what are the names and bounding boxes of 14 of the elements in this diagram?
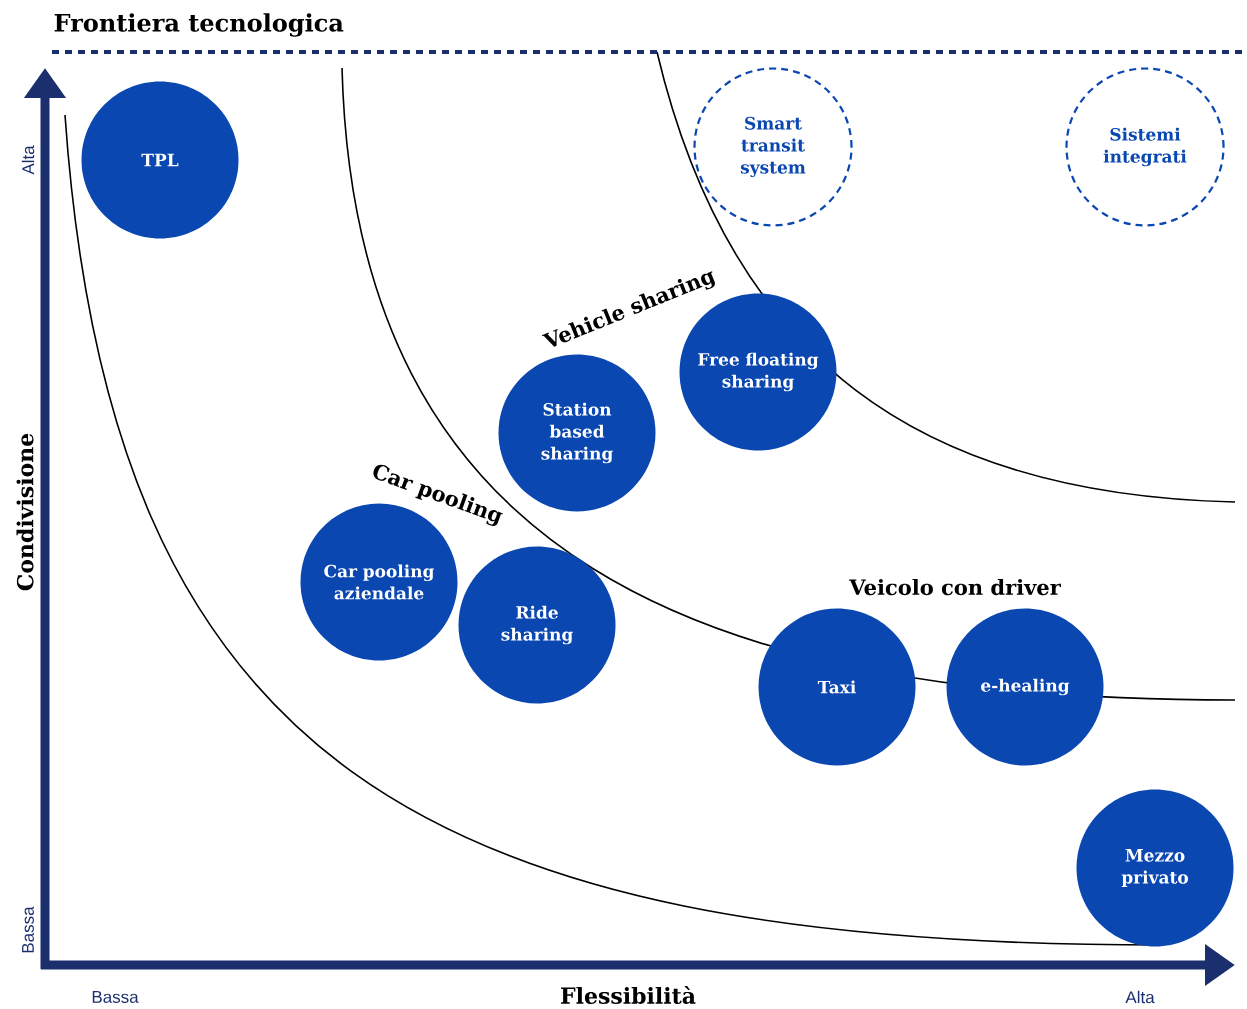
axis-tick-label: Bassa xyxy=(22,906,34,953)
axis-title: Condivisione xyxy=(16,433,34,591)
circle-node: Station based sharing xyxy=(498,354,656,512)
circle-node: Ride sharing xyxy=(458,546,616,704)
axis-tick-label: Alta xyxy=(21,145,35,175)
circle-node: Mezzo privato xyxy=(1076,789,1234,947)
curve-label: Veicolo con driver xyxy=(849,578,1061,596)
axis-tick-label: Alta xyxy=(1125,990,1155,1004)
circle-node: Taxi xyxy=(758,608,916,766)
axis-tick-label: Bassa xyxy=(92,991,139,1003)
circle-node: TPL xyxy=(81,81,239,239)
title: Frontiera tecnologica xyxy=(54,13,344,37)
circle-node: e-healing xyxy=(946,608,1104,766)
axis-title: Flessibilità xyxy=(561,986,696,1004)
